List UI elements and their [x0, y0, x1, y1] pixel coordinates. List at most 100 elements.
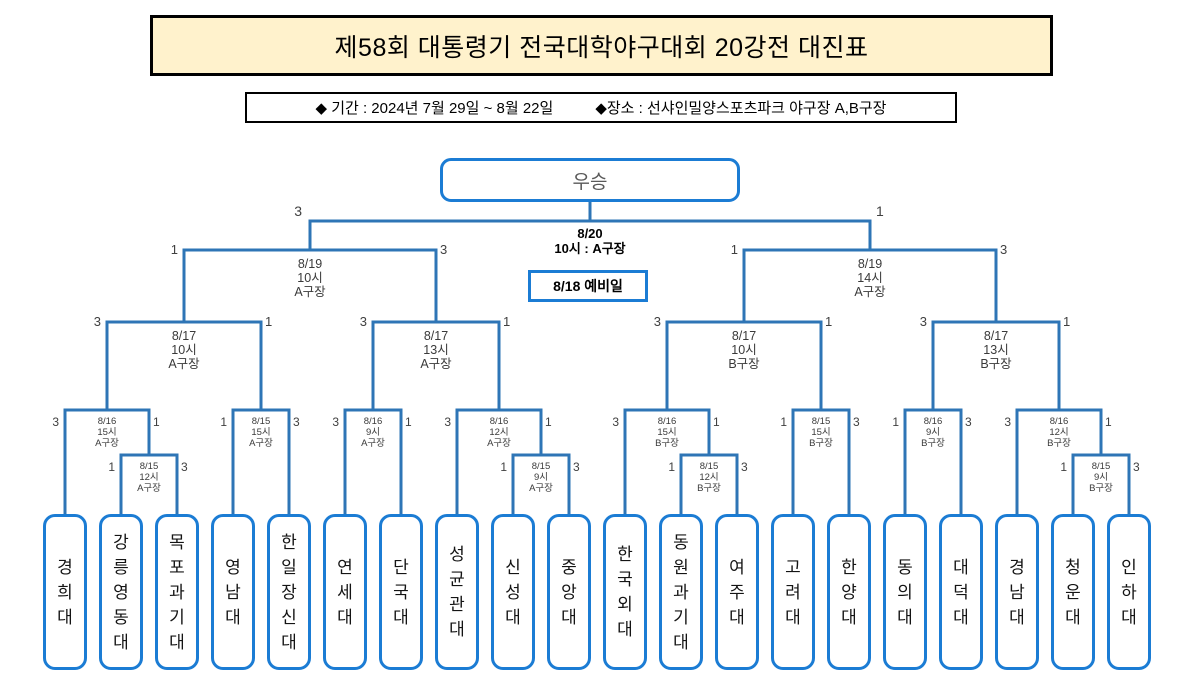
team-name-char: 포 — [169, 557, 185, 577]
round2-match-2-right-score: 3 — [293, 415, 300, 429]
round2-match-6-info-line-3: B구장 — [809, 438, 833, 449]
quarterfinal-1-left-score: 3 — [93, 314, 101, 329]
team-name-char: 한 — [841, 557, 857, 577]
team-name-char: 대 — [225, 607, 241, 627]
round2-match-7-info-line-2: 9시 — [925, 427, 941, 438]
round2-match-3-left-score: 3 — [332, 415, 339, 429]
round2-match-8-left-score: 3 — [1004, 415, 1011, 429]
team-name-char: 양 — [841, 582, 857, 602]
round2-match-1-info-line-1: 8/16 — [97, 416, 117, 427]
quarterfinal-4-info-line-2: 13시 — [983, 343, 1009, 357]
semifinal-2-right-score: 3 — [1000, 242, 1008, 257]
quarterfinal-3-right-score: 1 — [825, 314, 833, 329]
page-title: 제58회 대통령기 전국대학야구대회 20강전 대진표 — [334, 33, 869, 62]
round1-match-3-info-line-2: 12시 — [699, 472, 719, 483]
round2-match-6-right-score: 3 — [853, 415, 860, 429]
team-name-char: 세 — [337, 582, 353, 602]
round2-match-2-left-score: 1 — [220, 415, 227, 429]
round1-match-2-info-line-1: 8/15 — [531, 461, 551, 472]
team-name-char: 여 — [729, 557, 745, 577]
team-name-char: 동 — [113, 607, 129, 627]
round1-match-3-info-line-3: B구장 — [697, 483, 721, 494]
round2-match-7-info-line-1: 8/16 — [923, 416, 943, 427]
round1-match-3-left-score: 1 — [668, 460, 675, 474]
round1-match-1-right-score: 3 — [181, 460, 188, 474]
team-name-char: 대 — [729, 607, 745, 627]
round1-match-4-left-score: 1 — [1060, 460, 1067, 474]
semifinal-1-right-score: 3 — [440, 242, 448, 257]
round2-match-7-info-line-3: B구장 — [921, 438, 945, 449]
team-name-char: 일 — [281, 557, 297, 577]
quarterfinal-2-info-line-2: 13시 — [423, 343, 449, 357]
quarterfinal-3-info-line-1: 8/17 — [731, 329, 757, 343]
semifinal-2-info-line-1: 8/19 — [857, 257, 883, 271]
round2-match-2-info-line-2: 15시 — [251, 427, 271, 438]
team-name-char: 과 — [169, 582, 185, 602]
team-name-char: 관 — [449, 595, 465, 614]
round2-match-3-info-line-3: A구장 — [361, 438, 385, 449]
team-name-char: 한 — [617, 545, 633, 564]
champion-label: 우승 — [572, 171, 608, 193]
team-name-char: 신 — [505, 557, 521, 577]
quarterfinal-1-info-line-3: A구장 — [168, 357, 200, 371]
round1-match-1-info-line-3: A구장 — [137, 483, 161, 494]
team-name-char: 원 — [673, 557, 689, 577]
team-name-char: 기 — [169, 607, 185, 627]
final-match-info-line-1: 8/20 — [577, 226, 603, 241]
round2-match-8-info-line-2: 12시 — [1049, 427, 1069, 438]
round2-match-8-info-line-3: B구장 — [1047, 438, 1071, 449]
team-name-char: 강 — [113, 532, 129, 552]
round1-match-1-info-line-1: 8/15 — [139, 461, 159, 472]
team-name-char: 대 — [953, 557, 969, 577]
quarterfinal-3-info-line-3: B구장 — [728, 357, 760, 371]
team-name-char: 대 — [505, 607, 521, 627]
reserve-day-box: 8/18 예비일 — [528, 270, 648, 302]
period-text: ◆ 기간 : 2024년 7월 29일 ~ 8월 22일 — [315, 100, 554, 117]
team-name-char: 앙 — [561, 582, 577, 602]
semifinal-1-info-line-3: A구장 — [294, 285, 326, 299]
round2-match-4-right-score: 1 — [545, 415, 552, 429]
team-name-char: 기 — [673, 607, 689, 627]
team-name-char: 대 — [393, 607, 409, 627]
team-name-char: 외 — [617, 595, 633, 614]
quarterfinal-1-info-line-2: 10시 — [171, 343, 197, 357]
team-name-char: 인 — [1121, 557, 1137, 577]
team-name-char: 균 — [449, 570, 465, 589]
round2-match-2-info-line-3: A구장 — [249, 438, 273, 449]
quarterfinal-2-left-score: 3 — [359, 314, 367, 329]
reserve-day-label: 8/18 예비일 — [553, 278, 623, 294]
round2-match-5-info-line-1: 8/16 — [657, 416, 677, 427]
team-name-char: 대 — [897, 607, 913, 627]
team-name-char: 대 — [113, 632, 129, 652]
